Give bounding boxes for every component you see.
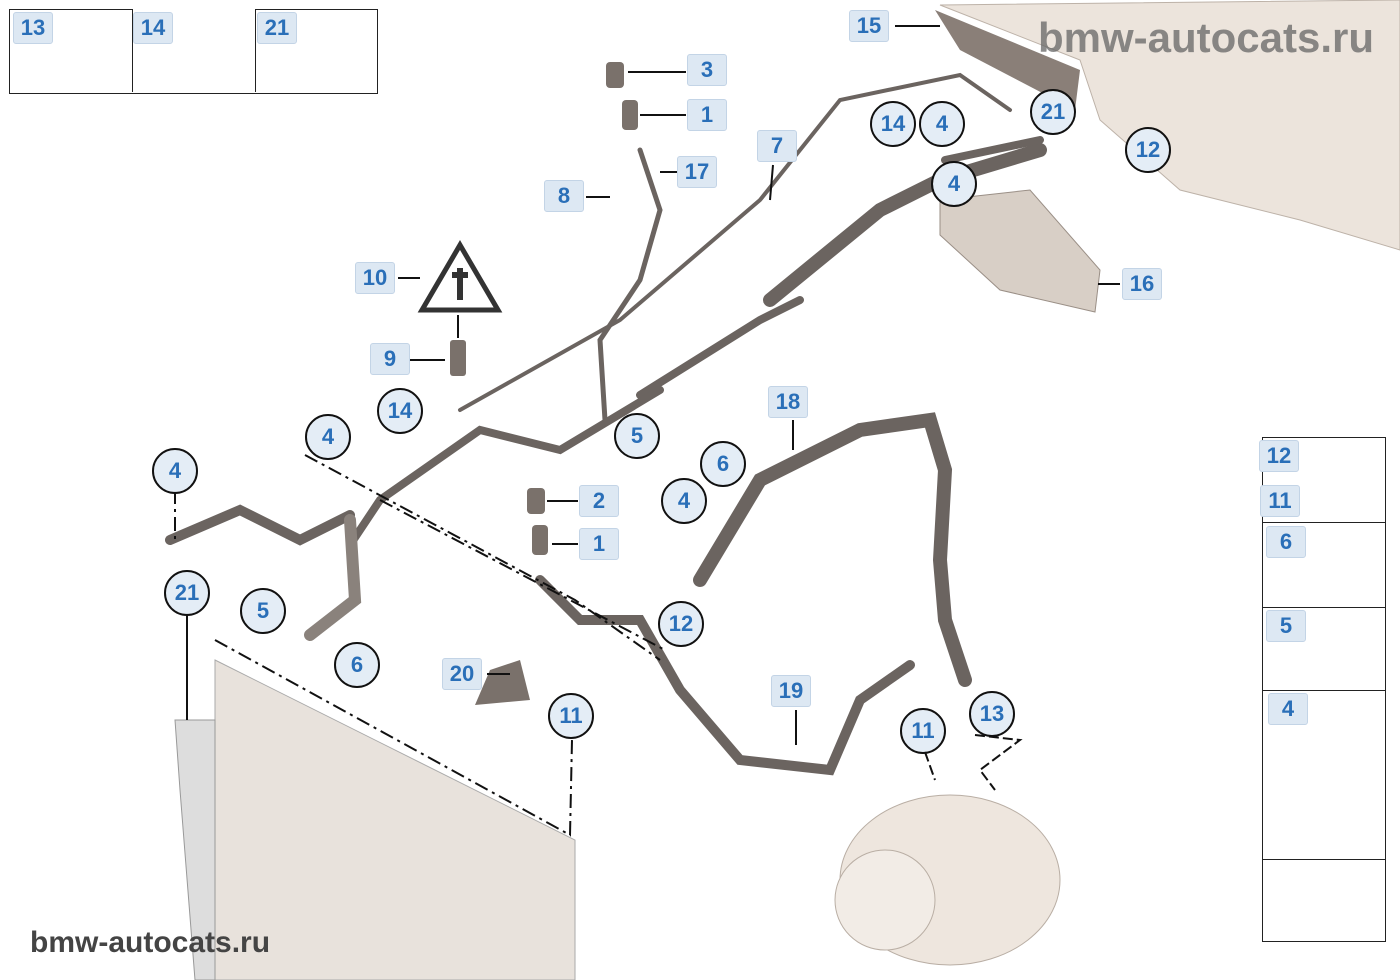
part-2 xyxy=(527,488,545,514)
callout[interactable]: 13 xyxy=(969,691,1015,737)
inset-label: 14 xyxy=(133,12,173,44)
callout[interactable]: 20 xyxy=(442,658,482,690)
watermark-top: bmw-autocats.ru xyxy=(1037,14,1374,61)
callout[interactable]: 14 xyxy=(377,388,423,434)
seal-15 xyxy=(935,10,1080,110)
callout[interactable]: 5 xyxy=(240,588,286,634)
callout[interactable]: 3 xyxy=(687,54,727,86)
callout[interactable]: 4 xyxy=(931,161,977,207)
callout[interactable]: 14 xyxy=(870,101,916,147)
callout[interactable]: 5 xyxy=(614,413,660,459)
callout[interactable]: 18 xyxy=(768,386,808,418)
part-1 xyxy=(622,100,638,130)
callout[interactable]: 11 xyxy=(548,693,594,739)
watermark-bottom: bmw-autocats.ru xyxy=(30,926,271,959)
callout[interactable]: 4 xyxy=(152,448,198,494)
callout[interactable]: 12 xyxy=(1125,127,1171,173)
callout[interactable]: 4 xyxy=(919,101,965,147)
callout[interactable]: 8 xyxy=(544,180,584,212)
callout[interactable]: 21 xyxy=(164,570,210,616)
callout[interactable]: 19 xyxy=(771,675,811,707)
inset-label: 12 xyxy=(1259,440,1299,472)
callout[interactable]: 4 xyxy=(661,478,707,524)
callout[interactable]: 7 xyxy=(757,130,797,162)
inset-label: 5 xyxy=(1266,610,1306,642)
callout[interactable]: 17 xyxy=(677,156,717,188)
part-3 xyxy=(606,62,624,88)
callout[interactable]: 15 xyxy=(849,10,889,42)
callout[interactable]: 6 xyxy=(700,441,746,487)
inset-label: 21 xyxy=(257,12,297,44)
callout[interactable]: 11 xyxy=(900,708,946,754)
inset-label: 4 xyxy=(1268,693,1308,725)
callout[interactable]: 9 xyxy=(370,343,410,375)
inset-label: 6 xyxy=(1266,526,1306,558)
callout[interactable]: 2 xyxy=(579,485,619,517)
callout[interactable]: 6 xyxy=(334,642,380,688)
hvac-housing xyxy=(939,0,1400,251)
callout[interactable]: 1 xyxy=(687,99,727,131)
cover-16 xyxy=(939,189,1101,313)
callout[interactable]: 10 xyxy=(355,262,395,294)
callout[interactable]: 16 xyxy=(1122,268,1162,300)
callout[interactable]: 1 xyxy=(579,528,619,560)
callout[interactable]: 12 xyxy=(658,601,704,647)
callout[interactable]: 21 xyxy=(1030,89,1076,135)
inset-label: 13 xyxy=(13,12,53,44)
bracket-20 xyxy=(475,660,530,705)
inset-label: 11 xyxy=(1260,485,1300,517)
part-9 xyxy=(450,340,466,376)
part-1b xyxy=(532,525,548,555)
callout[interactable]: 4 xyxy=(305,414,351,460)
